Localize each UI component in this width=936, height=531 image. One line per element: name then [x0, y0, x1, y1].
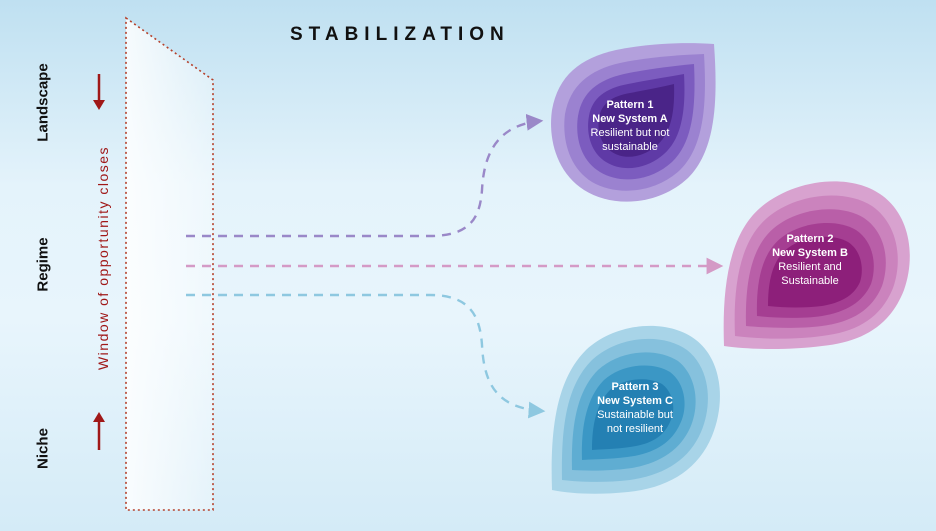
pattern-1-desc-line2: sustainable [602, 141, 658, 153]
pattern-1-system: New System A [592, 113, 668, 125]
pathway-a-arrow [186, 113, 544, 238]
pattern-1-desc-line1: Resilient but not [590, 127, 670, 139]
pattern-1-text: Pattern 1 New System A Resilient but not… [575, 98, 685, 154]
pattern-3-text: Pattern 3 New System C Sustainable but n… [580, 380, 690, 436]
level-label-niche: Niche [34, 428, 52, 469]
pattern-2-desc-line1: Resilient and [778, 261, 842, 273]
pattern-2-drop [723, 181, 910, 349]
pattern-2-system: New System B [772, 247, 848, 259]
pattern-2-text: Pattern 2 New System B Resilient and Sus… [755, 232, 865, 288]
pathway-c-arrow [186, 293, 546, 419]
level-label-landscape: Landscape [34, 63, 52, 142]
diagram-title: STABILIZATION [290, 24, 510, 45]
pattern-3-name: Pattern 3 [611, 381, 659, 393]
window-of-opportunity-shape [125, 16, 214, 511]
pattern-3-desc-line1: Sustainable but [597, 409, 673, 421]
pattern-3-drop [551, 325, 720, 494]
arrow-up-icon [93, 412, 105, 450]
arrow-down-icon [93, 74, 105, 110]
pattern-3-system: New System C [597, 395, 673, 407]
pattern-1-drop [551, 43, 716, 202]
pattern-2-name: Pattern 2 [786, 233, 834, 245]
pattern-2-desc-line2: Sustainable [781, 275, 839, 287]
pattern-1-name: Pattern 1 [606, 99, 654, 111]
level-label-regime: Regime [34, 237, 52, 292]
window-of-opportunity-label: Window of opportunity closes [95, 145, 111, 371]
pattern-3-desc-line2: not resilient [606, 423, 664, 435]
